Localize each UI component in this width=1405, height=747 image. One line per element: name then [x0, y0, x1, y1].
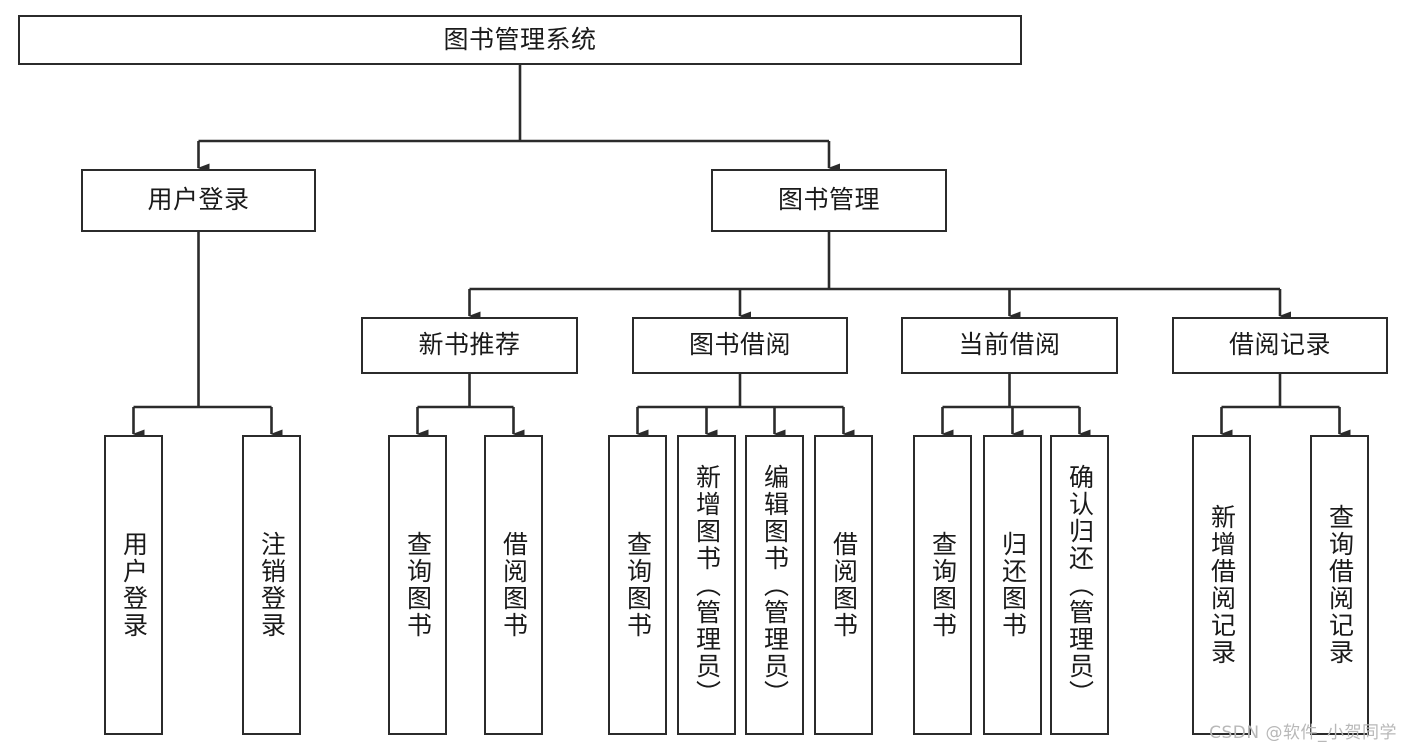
node-label: 借阅记录 — [1228, 330, 1331, 360]
node-label: 当前借阅 — [958, 330, 1061, 360]
node-label: 借阅图书 — [829, 531, 859, 639]
node-leaf-query-book-3[interactable]: 查询图书 — [913, 435, 972, 735]
watermark: CSDN @软件_小贺同学 — [1209, 723, 1397, 743]
node-current-borrow[interactable]: 当前借阅 — [901, 317, 1118, 374]
node-leaf-query-book-2[interactable]: 查询图书 — [608, 435, 667, 735]
node-label: 查询图书 — [623, 531, 653, 639]
node-user-login[interactable]: 用户登录 — [81, 169, 316, 232]
node-label: 用户登录 — [119, 531, 149, 639]
node-leaf-query-record[interactable]: 查询借阅记录 — [1310, 435, 1369, 735]
node-leaf-user-logout[interactable]: 注销登录 — [242, 435, 301, 735]
node-label: 确认归还（管理员） — [1065, 463, 1095, 707]
node-leaf-add-record[interactable]: 新增借阅记录 — [1192, 435, 1251, 735]
node-label: 查询图书 — [403, 531, 433, 639]
node-root[interactable]: 图书管理系统 — [18, 15, 1022, 65]
node-label: 借阅图书 — [499, 531, 529, 639]
node-label: 注销登录 — [257, 531, 287, 639]
node-leaf-query-book-1[interactable]: 查询图书 — [388, 435, 447, 735]
node-leaf-confirm-return[interactable]: 确认归还（管理员） — [1050, 435, 1109, 735]
node-label: 归还图书 — [998, 531, 1028, 639]
node-label: 查询借阅记录 — [1325, 504, 1355, 666]
node-borrow-record[interactable]: 借阅记录 — [1172, 317, 1388, 374]
node-new-book-recommend[interactable]: 新书推荐 — [361, 317, 578, 374]
node-label: 查询图书 — [928, 531, 958, 639]
node-label: 图书借阅 — [688, 330, 791, 360]
node-book-borrow[interactable]: 图书借阅 — [632, 317, 848, 374]
node-label: 用户登录 — [147, 185, 250, 215]
node-leaf-add-book[interactable]: 新增图书（管理员） — [677, 435, 736, 735]
node-label: 图书管理系统 — [443, 24, 597, 54]
node-leaf-return-book[interactable]: 归还图书 — [983, 435, 1042, 735]
node-label: 图书管理 — [777, 185, 880, 215]
node-label: 编辑图书（管理员） — [760, 463, 790, 707]
node-book-manage[interactable]: 图书管理 — [711, 169, 947, 232]
node-label: 新增借阅记录 — [1207, 504, 1237, 666]
node-label: 新书推荐 — [418, 330, 521, 360]
node-leaf-borrow-book-2[interactable]: 借阅图书 — [814, 435, 873, 735]
node-leaf-borrow-book-1[interactable]: 借阅图书 — [484, 435, 543, 735]
node-leaf-user-login[interactable]: 用户登录 — [104, 435, 163, 735]
node-label: 新增图书（管理员） — [692, 463, 722, 707]
node-leaf-edit-book[interactable]: 编辑图书（管理员） — [745, 435, 804, 735]
